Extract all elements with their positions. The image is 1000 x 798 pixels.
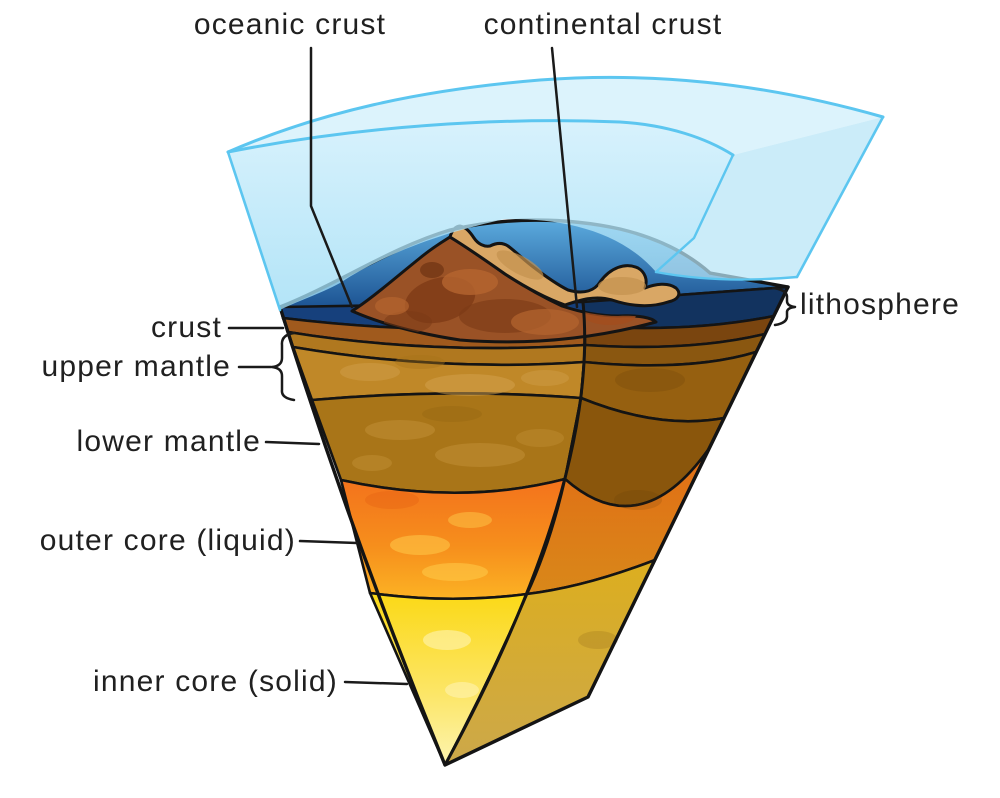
label-outer-core: outer core (liquid) bbox=[39, 524, 296, 557]
upper-mantle-brace bbox=[270, 331, 296, 402]
label-oceanic-crust: oceanic crust bbox=[193, 8, 387, 41]
water-front-left-face bbox=[228, 120, 733, 310]
ocean-water-wedge bbox=[226, 75, 885, 312]
leader-outer-core bbox=[298, 539, 359, 545]
wedge-hinge-edge bbox=[443, 300, 587, 767]
label-continental-crust: continental crust bbox=[483, 8, 723, 41]
leader-inner-core bbox=[343, 680, 409, 686]
label-crust: crust bbox=[150, 311, 222, 344]
label-upper-mantle: upper mantle bbox=[41, 350, 231, 383]
label-lower-mantle: lower mantle bbox=[76, 425, 261, 458]
water-bottom-right-edge bbox=[654, 270, 799, 281]
mantle-texture-blotches bbox=[340, 355, 685, 698]
label-inner-core: inner core (solid) bbox=[92, 665, 338, 698]
leader-lower-mantle bbox=[264, 440, 321, 446]
water-right-slant-edge bbox=[795, 115, 885, 279]
water-front-top-edge bbox=[226, 119, 735, 157]
leader-oceanic-crust bbox=[309, 46, 354, 309]
lithosphere-brace bbox=[771, 286, 797, 327]
water-front-right-face bbox=[656, 117, 883, 280]
mountain-tan-shading bbox=[496, 250, 646, 295]
water-back-top-edge bbox=[226, 75, 885, 154]
wedge-silhouette bbox=[278, 285, 790, 767]
label-lithosphere: lithosphere bbox=[800, 288, 960, 321]
water-top-face bbox=[228, 77, 883, 155]
leader-continental-crust bbox=[550, 46, 579, 309]
mountain-texture bbox=[375, 262, 636, 335]
water-fold-edge bbox=[654, 153, 735, 274]
water-left-edge bbox=[226, 150, 282, 312]
